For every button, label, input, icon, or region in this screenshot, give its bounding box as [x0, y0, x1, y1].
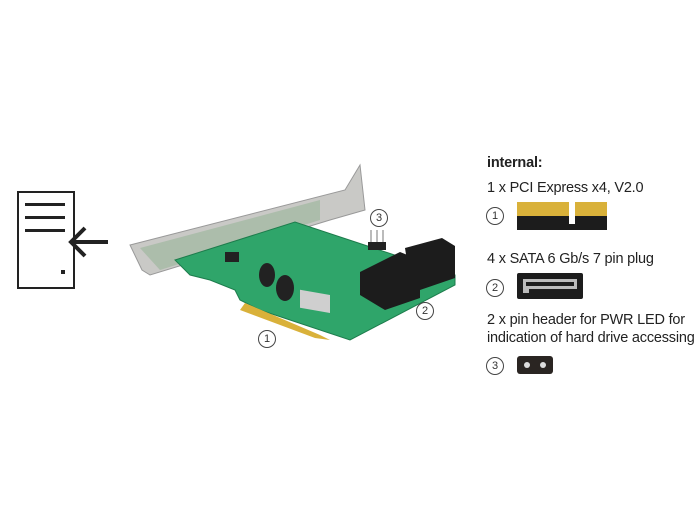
feature-label-sata: 4 x SATA 6 Gb/s 7 pin plug	[487, 251, 654, 267]
pcie-connector-icon	[517, 202, 607, 230]
feature-label-pinheader-line2: indication of hard drive accessing	[487, 330, 695, 346]
pin-header-icon	[517, 356, 553, 374]
feature-number-1: 1	[486, 207, 504, 225]
feature-number-3: 3	[486, 357, 504, 375]
internal-document-icon	[17, 191, 108, 289]
sata-port-icon	[517, 273, 583, 299]
section-heading: internal:	[487, 155, 543, 171]
feature-number-2: 2	[486, 279, 504, 297]
callout-1: 1	[258, 330, 276, 348]
callout-2: 2	[416, 302, 434, 320]
callout-3: 3	[370, 209, 388, 227]
feature-label-pcie: 1 x PCI Express x4, V2.0	[487, 180, 644, 196]
sata-controller-card-image	[129, 163, 456, 341]
feature-label-pinheader-line1: 2 x pin header for PWR LED for	[487, 312, 685, 328]
